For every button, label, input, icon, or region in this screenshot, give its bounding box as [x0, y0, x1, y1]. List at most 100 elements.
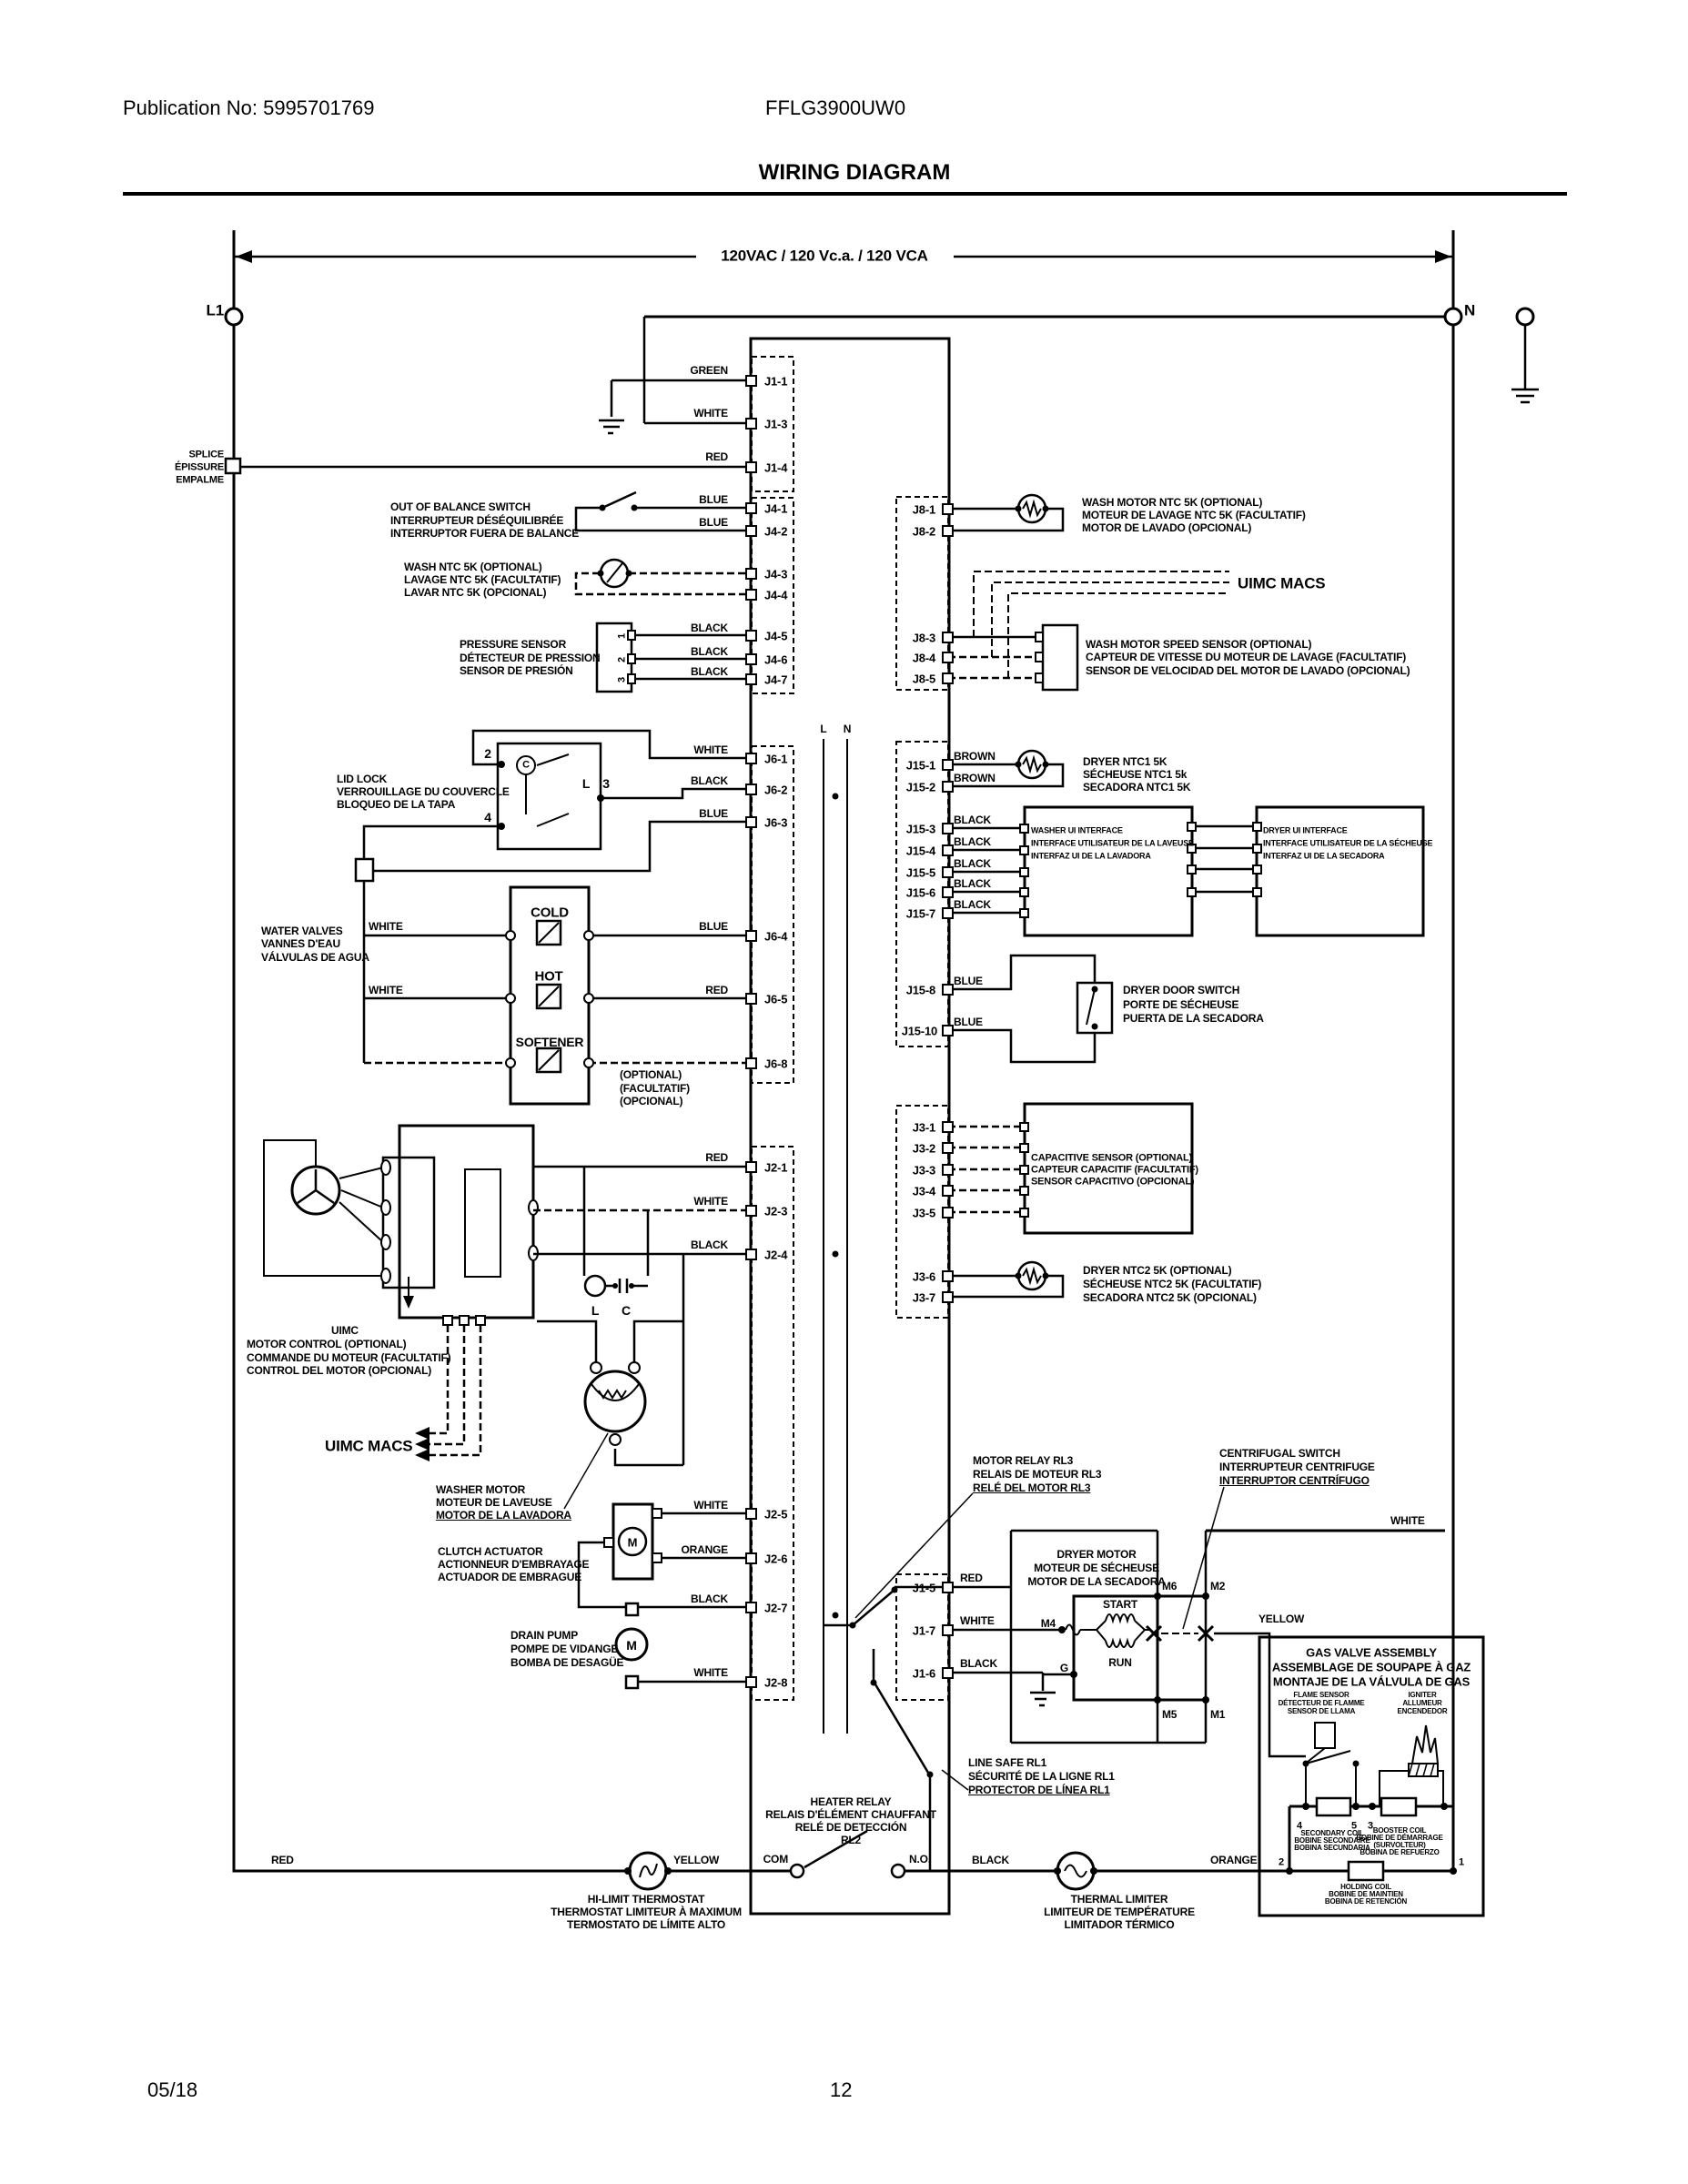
diagram-label: J8-1: [912, 502, 935, 517]
diagram-label: 3: [1368, 1820, 1373, 1832]
diagram-label: WASH NTC 5K (OPTIONAL): [404, 561, 542, 573]
diagram-label: J6-5: [764, 992, 788, 1006]
drain-pump-icon: [614, 1627, 649, 1662]
diagram-label: WHITE: [693, 743, 728, 756]
diagram-label: UIMC MACS: [325, 1437, 413, 1455]
diagram-label: COMMANDE DU MOTEUR (FACULTATIF): [247, 1351, 451, 1364]
switch-icon: [601, 490, 637, 510]
diagram-label: DRYER NTC2 5K (OPTIONAL): [1083, 1264, 1232, 1277]
diagram-label: WASH MOTOR NTC 5K (OPTIONAL): [1082, 496, 1263, 509]
diagram-label: BLACK: [954, 877, 991, 890]
diagram-label: (OPCIONAL): [620, 1095, 683, 1107]
diagram-label: N: [1464, 301, 1476, 319]
diagram-label: BLACK: [691, 665, 728, 678]
ground-terminal: [1515, 307, 1535, 327]
connector-j8: [895, 496, 949, 691]
diagram-label: GAS VALVE ASSEMBLY: [1306, 1645, 1437, 1660]
diagram-label: J3-4: [912, 1184, 935, 1198]
diagram-label: J4-4: [764, 588, 788, 602]
diagram-label: 2: [616, 657, 628, 662]
diagram-label: BLACK: [691, 774, 728, 787]
dryer-door-switch-box: [1076, 981, 1114, 1035]
diagram-label: 3: [616, 677, 628, 682]
diagram-label: G: [1059, 1662, 1068, 1674]
diagram-label: MOTOR CONTROL (OPTIONAL): [247, 1338, 407, 1350]
diagram-label: J1-7: [912, 1623, 935, 1638]
diagram-label: (FACULTATIF): [620, 1082, 690, 1095]
switch-icon: [1086, 988, 1096, 1026]
diagram-label: TERMOSTATO DE LÍMITE ALTO: [566, 1918, 726, 1931]
diagram-label: DRYER MOTOR: [1056, 1548, 1137, 1561]
diagram-label: J15-5: [905, 865, 935, 880]
arrow-left-icon: [415, 1438, 430, 1451]
diagram-label: 4: [484, 810, 491, 824]
diagram-label: ENCENDEDOR: [1397, 1707, 1448, 1715]
diagram-label: GREEN: [690, 364, 728, 377]
diagram-label: 2: [1279, 1856, 1284, 1868]
diagram-label: BOBINA SECUNDARIA: [1294, 1844, 1370, 1852]
diagram-label: INTERRUPTOR FUERA DE BALANCE: [390, 527, 580, 540]
splice-node: [224, 457, 242, 475]
diagram-label: BOOSTER COIL: [1372, 1826, 1427, 1835]
diagram-label: 3: [602, 776, 610, 791]
diagram-label: YELLOW: [1258, 1613, 1305, 1625]
leader-line: [854, 1486, 1225, 1791]
diagram-label: MOTEUR DE LAVEUSE: [436, 1496, 552, 1509]
diagram-label: DRYER NTC1 5K: [1083, 755, 1167, 768]
diagram-label: PUERTA DE LA SECADORA: [1123, 1012, 1264, 1025]
diagram-label: WHITE: [369, 984, 403, 996]
diagram-label: M6: [1162, 1580, 1178, 1592]
diagram-label: PROTECTOR DE LÍNEA RL1: [968, 1784, 1110, 1796]
relay-rl1: [872, 1649, 932, 1871]
diagram-label: M1: [1210, 1708, 1226, 1721]
diagram-label: INTERRUPTEUR DÉSÉQUILIBRÉE: [390, 514, 564, 527]
relay-rl3: [824, 1585, 943, 1627]
diagram-label: MOTOR DE LAVADO (OPCIONAL): [1082, 521, 1252, 534]
diagram-label: IGNITER: [1408, 1691, 1437, 1699]
diagram-label: BLUE: [954, 975, 983, 987]
diagram-label: THERMOSTAT LIMITEUR À MAXIMUM: [551, 1906, 742, 1918]
diagram-label: M: [627, 1535, 638, 1550]
diagram-label: J8-4: [912, 651, 935, 665]
diagram-label: J15-2: [905, 780, 935, 794]
lid-lock-box: [496, 742, 602, 851]
diagram-label: DRAIN PUMP: [510, 1629, 579, 1642]
diagram-label: POMPE DE VIDANGE: [510, 1643, 619, 1655]
holding-coil: [1347, 1860, 1385, 1882]
diagram-label: ORANGE: [681, 1543, 729, 1556]
diagram-label: M: [626, 1638, 637, 1653]
diagram-label: J8-3: [912, 631, 935, 645]
diagram-label: BOMBA DE DESAGÜE: [510, 1656, 624, 1669]
diagram-label: BROWN: [954, 772, 996, 784]
ground-icon: [599, 419, 624, 435]
diagram-label: FLAME SENSOR: [1293, 1691, 1349, 1699]
dryer-motor-box: [1072, 1594, 1159, 1702]
diagram-label: J15-6: [905, 885, 935, 900]
diagram-label: BLACK: [954, 814, 991, 826]
diagram-label: BOBINA DE RETENCIÓN: [1324, 1897, 1408, 1906]
diagram-label: J4-7: [764, 672, 788, 687]
diagram-label: WHITE: [693, 407, 728, 420]
diagram-label: 5: [1351, 1820, 1357, 1832]
diagram-label: C: [522, 759, 530, 771]
arrow-left-icon: [415, 1449, 430, 1461]
diagram-label: BLACK: [691, 622, 728, 634]
diagram-label: J4-3: [764, 567, 788, 581]
diagram-label: UIMC MACS: [1238, 574, 1326, 592]
diagram-label: BLACK: [691, 1592, 728, 1605]
diagram-label: BLACK: [960, 1657, 997, 1670]
diagram-label: HOT: [534, 968, 563, 985]
uimc-motor-control-box: [398, 1124, 535, 1320]
diagram-label: VÁLVULAS DE AGUA: [261, 951, 369, 964]
switch-icon: [536, 753, 570, 827]
diagram-label: OUT OF BALANCE SWITCH: [390, 500, 531, 513]
diagram-label: J15-10: [901, 1024, 937, 1038]
diagram-label: INTERFAZ UI DE LA LAVADORA: [1031, 851, 1151, 861]
diagram-label: LAVAGE NTC 5K (FACULTATIF): [404, 573, 561, 586]
diagram-label: BROWN: [954, 750, 996, 763]
diagram-label: BOBINE DE MAINTIEN: [1329, 1890, 1403, 1898]
diagram-label: BLACK: [691, 1239, 728, 1251]
diagram-label: LIMITADOR TÉRMICO: [1064, 1918, 1175, 1931]
diagram-label: BLACK: [954, 835, 991, 848]
diagram-label: ACTUADOR DE EMBRAGUE: [438, 1571, 582, 1583]
